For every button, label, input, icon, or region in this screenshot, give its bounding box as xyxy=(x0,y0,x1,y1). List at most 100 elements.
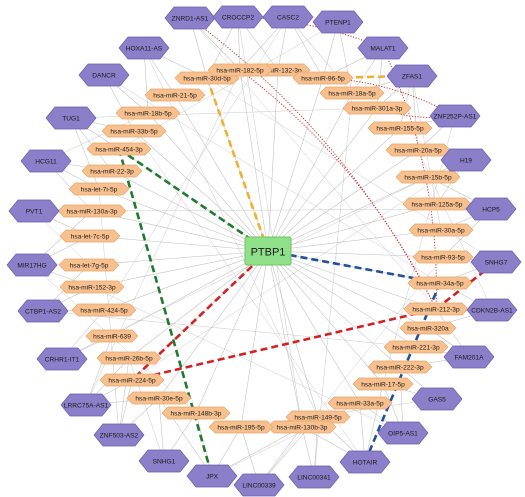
lncrna-node-casc2[interactable]: CASC2 xyxy=(262,5,314,29)
edge-ctbp1-as2-hsa-mir-221-3p-x xyxy=(42,310,417,348)
mirna-node-hsa-mir-15b-5p[interactable]: hsa-miR-15b-5p xyxy=(395,170,461,184)
lncrna-node-croccp2[interactable]: CROCCP2 xyxy=(212,5,264,29)
node-shape xyxy=(470,250,522,274)
node-label: hsa-miR-18b-5p xyxy=(124,110,172,117)
node-label: HOTAIR xyxy=(353,459,378,466)
lncrna-node-ptenp1[interactable]: PTENP1 xyxy=(312,10,364,34)
lncrna-node-dancr[interactable]: DANCR xyxy=(78,63,130,87)
node-shape xyxy=(342,101,412,115)
mirna-node-hsa-mir-148b-3p[interactable]: hsa-miR-148b-3p xyxy=(161,406,231,420)
mirna-node-hsa-mir-182-5p[interactable]: hsa-miR-182-5p xyxy=(207,63,273,77)
lncrna-node-zfas1[interactable]: ZFAS1 xyxy=(386,64,438,88)
node-shape xyxy=(407,276,473,290)
edge-h19-hsa-mir-224-5p-x xyxy=(131,159,467,381)
lncrna-node-mir17hg[interactable]: MIR17HG xyxy=(6,253,58,277)
edge-hub-hsa-mir-17-5p xyxy=(267,250,384,385)
lncrna-node-hotair[interactable]: HOTAIR xyxy=(339,450,391,474)
mirna-node-hsa-mir-34a-5p[interactable]: hsa-miR-34a-5p xyxy=(407,276,473,290)
lncrna-node-crhr1-it1[interactable]: CRHR1-IT1 xyxy=(36,347,88,371)
edge-croccp2-hsa-mir-130b-3p-x xyxy=(237,16,303,428)
node-label: hsa-miR-96-5p xyxy=(301,75,345,82)
mirna-node-hsa-mir-320a[interactable]: hsa-miR-320a xyxy=(399,321,457,335)
mirna-node-hsa-mir-22-3p[interactable]: hsa-miR-22-3p xyxy=(81,164,143,178)
edge-lrrc75a-as1-hsa-mir-182-5p-x xyxy=(85,69,241,406)
hub-node[interactable]: PTBP1 xyxy=(244,236,292,266)
hub-box xyxy=(244,236,292,266)
mirna-node-hsa-let-7i-5p[interactable]: hsa-let-7i-5p xyxy=(68,182,130,196)
mirna-node-hsa-mir-224-5p[interactable]: hsa-miR-224-5p xyxy=(99,373,165,387)
lncrna-node-snhg7[interactable]: SNHG7 xyxy=(470,250,522,274)
mirna-node-hsa-mir-125a-5p[interactable]: hsa-miR-125a-5p xyxy=(402,197,472,211)
lncrna-node-hcg11[interactable]: HCG11 xyxy=(20,149,72,173)
highlight-edge-hsa-mir-30d-5p-ptbp1 xyxy=(205,77,270,252)
lncrna-node-h19[interactable]: H19 xyxy=(440,148,492,172)
mirna-node-hsa-mir-17-5p[interactable]: hsa-miR-17-5p xyxy=(352,377,414,391)
node-label: ZFAS1 xyxy=(402,73,422,80)
edge-hub-hsa-mir-148b-3p xyxy=(195,250,269,414)
lncrna-node-lrrc75a-as1[interactable]: LRRC75A-AS1 xyxy=(60,393,112,417)
mirna-node-hsa-mir-301a-3p[interactable]: hsa-miR-301a-3p xyxy=(342,101,412,115)
edge-linc00339-hsa-mir-93-5p-x xyxy=(258,256,444,486)
mirna-node-hsa-mir-212-3p[interactable]: hsa-miR-212-3p xyxy=(403,302,469,316)
mirna-node-hsa-mir-130b-3p[interactable]: hsa-miR-130b-3p xyxy=(267,420,337,434)
node-shape xyxy=(68,182,130,196)
mirna-node-hsa-mir-30a-5p[interactable]: hsa-miR-30a-5p xyxy=(408,223,474,237)
mirna-node-hsa-mir-424-5p[interactable]: hsa-miR-424-5p xyxy=(71,303,137,317)
edge-hub-hsa-mir-182-5p xyxy=(239,69,269,252)
mirna-node-hsa-mir-222-3p[interactable]: hsa-miR-222-3p xyxy=(367,360,433,374)
mirna-node-hsa-mir-152-3p[interactable]: hsa-miR-152-3p xyxy=(59,280,125,294)
mirna-node-hsa-mir-155-5p[interactable]: hsa-miR-155-5p xyxy=(367,121,433,135)
lncrna-node-znf252p-as1[interactable]: ZNF252P-AS1 xyxy=(429,104,481,128)
lncrna-node-hcp5[interactable]: HCP5 xyxy=(465,197,517,221)
node-label: hsa-miR-125a-5p xyxy=(412,201,463,208)
edge-hub-hsa-mir-21-5p xyxy=(174,94,269,252)
node-shape xyxy=(429,104,481,128)
mirna-node-hsa-let-7g-5p[interactable]: hsa-let-7g-5p xyxy=(58,258,120,272)
highlight-edge-hsa-mir-454-3p-ptbp1 xyxy=(118,147,269,253)
mirna-node-hsa-mir-130a-3p[interactable]: hsa-miR-130a-3p xyxy=(57,204,127,218)
lncrna-node-malat1[interactable]: MALAT1 xyxy=(357,36,409,60)
node-label: TUG1 xyxy=(62,115,80,122)
node-label: ZNF252P-AS1 xyxy=(434,113,477,120)
node-shape xyxy=(60,393,112,417)
node-label: hsa-miR-182-5p xyxy=(216,67,264,74)
mirna-node-hsa-mir-30e-5p[interactable]: hsa-miR-30e-5p xyxy=(126,391,192,405)
mirna-node-hsa-mir-26b-5p[interactable]: hsa-miR-26b-5p xyxy=(96,351,162,365)
lncrna-node-znrd1-as1[interactable]: ZNRD1-AS1 xyxy=(164,6,216,30)
lncrna-node-hoxa11-as[interactable]: HOXA11-AS xyxy=(118,36,170,60)
mirna-node-hsa-mir-195-5p[interactable]: hsa-miR-195-5p xyxy=(208,420,274,434)
lncrna-node-znf503-as2[interactable]: ZNF503-AS2 xyxy=(93,423,145,447)
mirna-node-hsa-let-7c-5p[interactable]: hsa-let-7c-5p xyxy=(59,229,121,243)
mirna-node-hsa-mir-93-5p[interactable]: hsa-miR-93-5p xyxy=(412,250,474,264)
lncrna-node-ctbp1-as2[interactable]: CTBP1-AS2 xyxy=(17,299,69,323)
mirna-node-hsa-mir-454-3p[interactable]: hsa-miR-454-3p xyxy=(86,142,152,156)
edge-hotair-hsa-mir-17-5p xyxy=(364,383,384,463)
dotted-edge-znf252p-as1-hsa-mir-301a-3p xyxy=(376,107,456,118)
lncrna-node-snhg1[interactable]: SNHG1 xyxy=(138,449,190,473)
lncrna-node-linc00341[interactable]: LINC00341 xyxy=(288,465,340,489)
mirna-node-hsa-mir-221-3p[interactable]: hsa-miR-221-3p xyxy=(383,340,449,354)
lncrna-node-linc00339[interactable]: LINC00339 xyxy=(233,473,285,497)
lncrna-node-oip5-as1[interactable]: OIP5-AS1 xyxy=(377,421,429,445)
mirna-node-hsa-mir-639[interactable]: hsa-miR-639 xyxy=(85,329,139,343)
mirna-node-hsa-mir-96-5p[interactable]: hsa-miR-96-5p xyxy=(292,71,354,85)
lncrna-node-tug1[interactable]: TUG1 xyxy=(45,106,97,130)
mirna-node-hsa-mir-18a-5p[interactable]: hsa-miR-18a-5p xyxy=(319,86,385,100)
lncrna-node-jpx[interactable]: JPX xyxy=(186,464,238,488)
node-label: hsa-miR-301a-3p xyxy=(352,105,403,112)
node-label: hsa-miR-155-5p xyxy=(376,125,424,132)
lncrna-node-cdkn2b-as1[interactable]: CDKN2B-AS1 xyxy=(466,298,518,322)
mirna-node-hsa-mir-20a-5p[interactable]: hsa-miR-20a-5p xyxy=(385,143,451,157)
lncrna-node-fam201a[interactable]: FAM201A xyxy=(443,345,495,369)
mirna-node-hsa-mir-33b-5p[interactable]: hsa-miR-33b-5p xyxy=(101,124,167,138)
edge-hotair-hsa-mir-33b-5p-x xyxy=(133,130,366,463)
mirna-node-hsa-mir-21-5p[interactable]: hsa-miR-21-5p xyxy=(144,88,206,102)
mirna-node-hsa-mir-18b-5p[interactable]: hsa-miR-18b-5p xyxy=(115,106,181,120)
lncrna-node-pvt1[interactable]: PVT1 xyxy=(8,199,60,223)
node-shape xyxy=(59,229,121,243)
node-label: hsa-miR-152-3p xyxy=(68,284,116,291)
node-shape xyxy=(411,387,463,411)
mirna-node-hsa-mir-33a-5p[interactable]: hsa-miR-33a-5p xyxy=(327,396,393,410)
node-label: hsa-miR-132-3p xyxy=(254,67,302,74)
lncrna-node-gas5[interactable]: GAS5 xyxy=(411,387,463,411)
